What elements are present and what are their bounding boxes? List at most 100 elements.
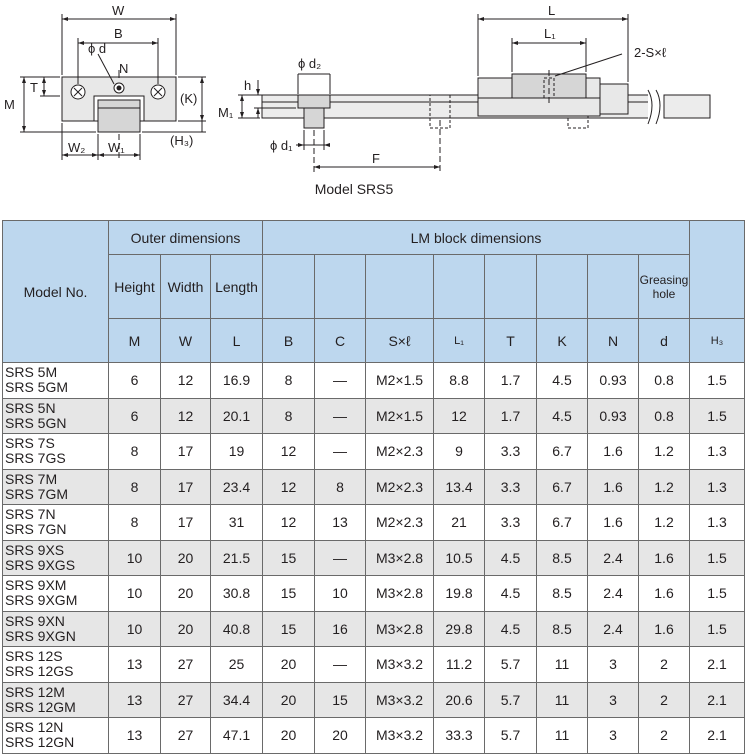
- cell-w: 12: [160, 397, 211, 434]
- cell-h3: 2.1: [689, 681, 745, 718]
- technical-drawing: W B ϕ d N T M (K) W₂ W₁ (H₃) h M₁ ϕ d₂ ϕ…: [4, 3, 711, 172]
- model-name: SRS 7M: [5, 470, 58, 487]
- b-header-top: [262, 254, 315, 319]
- model-header: Model No.: [2, 220, 109, 363]
- cell-b: 20: [262, 681, 315, 718]
- cell-s-l: M2×2.3: [365, 468, 434, 505]
- cell-t: 3.3: [484, 433, 537, 470]
- cell-w: 17: [160, 468, 211, 505]
- cell-h3: 1.5: [689, 362, 745, 399]
- model-name: SRS 12GN: [5, 734, 75, 751]
- label-W: W: [112, 3, 125, 18]
- cell-d: 1.6: [638, 539, 690, 576]
- cell-t: 3.3: [484, 504, 537, 541]
- cell-n: 1.6: [587, 433, 639, 470]
- cell-b: 15: [262, 575, 315, 612]
- cell-l: 20.1: [210, 397, 263, 434]
- cell-d: 2: [638, 681, 690, 718]
- cell-w: 27: [160, 681, 211, 718]
- cell-l1: 11.2: [433, 646, 485, 683]
- n-header-top: [587, 254, 639, 319]
- cell-d: 1.6: [638, 575, 690, 612]
- model-name: SRS 9XGM: [5, 592, 78, 609]
- cell-k: 4.5: [536, 397, 588, 434]
- cell-k: 11: [536, 717, 588, 754]
- model-name: SRS 5N: [5, 399, 56, 416]
- cell-l: 31: [210, 504, 263, 541]
- cell-s-l: M2×2.3: [365, 504, 434, 541]
- cell-h3: 1.3: [689, 468, 745, 505]
- cell-b: 12: [262, 468, 315, 505]
- cell-c: 13: [314, 504, 366, 541]
- cell-c: 10: [314, 575, 366, 612]
- cell-m: 10: [108, 610, 161, 647]
- cell-w: 27: [160, 717, 211, 754]
- model-name: SRS 9XS: [5, 541, 65, 558]
- outer-dimensions-header: Outer dimensions: [108, 220, 263, 255]
- cell-t: 1.7: [484, 362, 537, 399]
- cell-n: 3: [587, 681, 639, 718]
- cell-n: 2.4: [587, 539, 639, 576]
- cell-l1: 29.8: [433, 610, 485, 647]
- cell-l1: 9: [433, 433, 485, 470]
- cell-c: —: [314, 362, 366, 399]
- cell-s-l: M2×1.5: [365, 397, 434, 434]
- cell-l1: 8.8: [433, 362, 485, 399]
- label-H3: (H₃): [170, 133, 193, 148]
- cell-l: 25: [210, 646, 263, 683]
- cell-c: 8: [314, 468, 366, 505]
- model-name: SRS 5GM: [5, 379, 69, 396]
- cell-d: 2: [638, 717, 690, 754]
- s-header-top: [365, 254, 434, 319]
- cell-l: 47.1: [210, 717, 263, 754]
- cell-b: 8: [262, 397, 315, 434]
- model-name: SRS 7GS: [5, 450, 66, 467]
- model-name: SRS 5M: [5, 364, 58, 381]
- model-name: SRS 7GN: [5, 521, 67, 538]
- label-K: (K): [180, 91, 197, 106]
- cell-l1: 10.5: [433, 539, 485, 576]
- cell-w: 20: [160, 610, 211, 647]
- cell-m: 6: [108, 362, 161, 399]
- cell-h3: 2.1: [689, 646, 745, 683]
- cell-b: 20: [262, 646, 315, 683]
- cell-s-l: M2×1.5: [365, 362, 434, 399]
- symbol-w: W: [160, 318, 211, 363]
- cell-h3: 2.1: [689, 717, 745, 754]
- symbol-t: T: [484, 318, 537, 363]
- cell-w: 17: [160, 504, 211, 541]
- cell-w: 12: [160, 362, 211, 399]
- cell-l1: 20.6: [433, 681, 485, 718]
- cell-m: 13: [108, 646, 161, 683]
- cell-h3: 1.5: [689, 397, 745, 434]
- symbol-m: M: [108, 318, 161, 363]
- symbol-c: C: [314, 318, 366, 363]
- cell-s-l: M2×2.3: [365, 433, 434, 470]
- symbol-s-l: S×ℓ: [365, 318, 434, 363]
- model-name: SRS 12GM: [5, 698, 76, 715]
- symbol-l: L: [210, 318, 263, 363]
- dimensions-table: Model No. Outer dimensions LM block dime…: [2, 220, 745, 754]
- cell-s-l: M3×3.2: [365, 646, 434, 683]
- lm-block-dimensions-header: LM block dimensions: [262, 220, 690, 255]
- cell-m: 13: [108, 681, 161, 718]
- cell-b: 15: [262, 610, 315, 647]
- cell-b: 20: [262, 717, 315, 754]
- cell-h3: 1.5: [689, 539, 745, 576]
- cell-m: 6: [108, 397, 161, 434]
- cell-c: —: [314, 539, 366, 576]
- cell-t: 3.3: [484, 468, 537, 505]
- cell-h3: 1.3: [689, 504, 745, 541]
- cell-c: 20: [314, 717, 366, 754]
- cell-k: 6.7: [536, 468, 588, 505]
